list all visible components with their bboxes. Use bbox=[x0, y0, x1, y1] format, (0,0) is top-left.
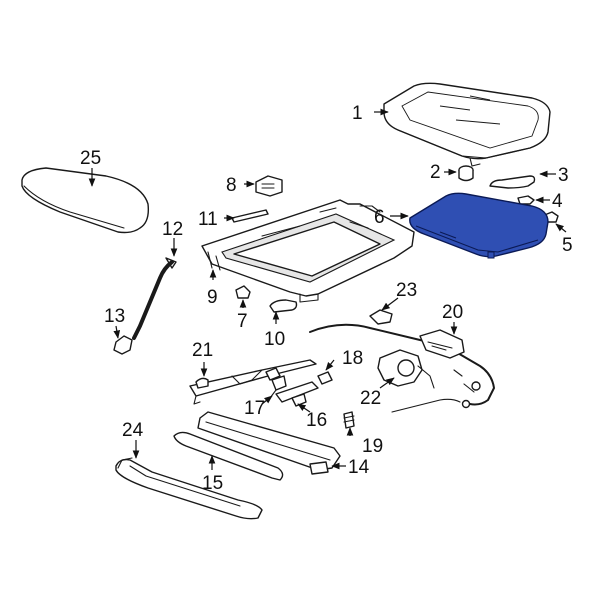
part-14-rear-rail[interactable] bbox=[197, 411, 341, 475]
part-15-front-seal[interactable] bbox=[173, 431, 284, 481]
callout-17[interactable]: 17 bbox=[244, 398, 265, 419]
callout-6[interactable]: 6 bbox=[374, 207, 385, 228]
callout-7[interactable]: 7 bbox=[237, 311, 248, 332]
part-16-slider[interactable] bbox=[275, 381, 319, 407]
part-24-weatherstrip[interactable] bbox=[115, 457, 263, 520]
callout-11[interactable]: 11 bbox=[198, 209, 218, 230]
leader-22 bbox=[379, 377, 395, 389]
callout-3[interactable]: 3 bbox=[558, 165, 569, 186]
part-19-stud[interactable] bbox=[343, 411, 355, 429]
part-23-bracket[interactable] bbox=[369, 309, 393, 325]
callout-14[interactable]: 14 bbox=[348, 457, 370, 478]
callout-13[interactable]: 13 bbox=[104, 306, 125, 327]
leader-18 bbox=[325, 359, 335, 371]
part-10-cover[interactable] bbox=[269, 299, 298, 313]
leader-5 bbox=[555, 223, 567, 233]
part-1-glass-panel[interactable] bbox=[383, 82, 551, 167]
part-6-sunshade[interactable] bbox=[409, 192, 549, 259]
callout-19[interactable]: 19 bbox=[362, 436, 383, 457]
leader-13 bbox=[113, 325, 121, 339]
part-18-clip[interactable] bbox=[317, 371, 333, 385]
part-9-frame[interactable] bbox=[201, 199, 415, 303]
part-12-drain-hose[interactable] bbox=[132, 257, 177, 340]
part-2-grommet[interactable] bbox=[458, 165, 474, 182]
callout-18[interactable]: 18 bbox=[342, 348, 363, 369]
callout-5[interactable]: 5 bbox=[562, 235, 573, 256]
callout-4[interactable]: 4 bbox=[552, 191, 563, 212]
part-25-wind-deflector[interactable] bbox=[21, 167, 150, 234]
callout-20[interactable]: 20 bbox=[442, 302, 463, 323]
callout-8[interactable]: 8 bbox=[226, 175, 237, 196]
part-13-drain-connector[interactable] bbox=[113, 335, 133, 355]
part-7-clip[interactable] bbox=[235, 285, 251, 299]
callout-16[interactable]: 16 bbox=[306, 410, 327, 431]
callout-2[interactable]: 2 bbox=[430, 162, 441, 183]
callout-23[interactable]: 23 bbox=[396, 280, 417, 301]
leader-23 bbox=[381, 297, 399, 311]
callout-1[interactable]: 1 bbox=[352, 103, 363, 124]
callout-12[interactable]: 12 bbox=[162, 219, 183, 240]
callout-9[interactable]: 9 bbox=[207, 287, 218, 308]
part-3-guide[interactable] bbox=[489, 175, 536, 189]
part-8-bracket[interactable] bbox=[255, 175, 283, 197]
callout-15[interactable]: 15 bbox=[202, 473, 223, 494]
callout-22[interactable]: 22 bbox=[360, 388, 381, 409]
callout-21[interactable]: 21 bbox=[192, 340, 213, 361]
part-4-clip[interactable] bbox=[517, 195, 535, 205]
part-11-strip[interactable] bbox=[231, 209, 269, 223]
leader-16 bbox=[297, 403, 311, 413]
leader-17 bbox=[261, 395, 273, 405]
callout-24[interactable]: 24 bbox=[122, 420, 144, 441]
callout-25[interactable]: 25 bbox=[80, 148, 101, 169]
part-22-motor[interactable] bbox=[377, 349, 461, 413]
callout-10[interactable]: 10 bbox=[264, 329, 285, 350]
part-21-rail-left[interactable] bbox=[189, 359, 317, 405]
part-20-drive-cable[interactable] bbox=[309, 323, 495, 409]
